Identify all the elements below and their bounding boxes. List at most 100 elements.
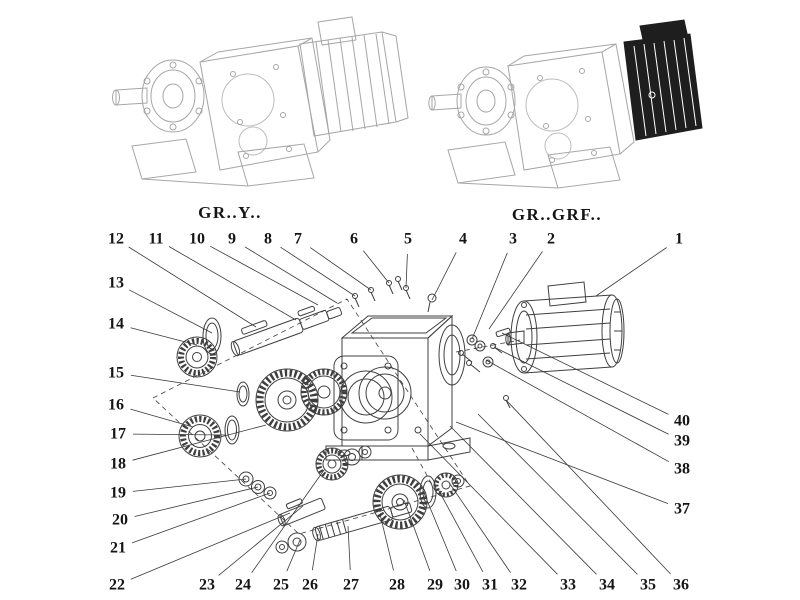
part-number-27: 27 bbox=[343, 577, 359, 594]
part-number-34: 34 bbox=[599, 577, 615, 594]
dark-motor-block bbox=[623, 19, 703, 141]
leader-line-7 bbox=[310, 247, 372, 291]
leader-line-39 bbox=[493, 346, 669, 435]
leader-line-40 bbox=[501, 332, 669, 415]
part-number-2: 2 bbox=[547, 231, 555, 248]
leader-line-1 bbox=[595, 247, 667, 297]
leader-line-26 bbox=[311, 533, 319, 571]
leader-line-29 bbox=[403, 499, 431, 572]
leader-line-27 bbox=[347, 525, 351, 571]
leader-line-36 bbox=[505, 399, 671, 575]
leader-line-10 bbox=[209, 245, 319, 306]
leader-line-24 bbox=[251, 469, 325, 573]
leader-line-28 bbox=[379, 513, 394, 571]
part-number-14: 14 bbox=[108, 316, 124, 333]
part-number-31: 31 bbox=[482, 577, 498, 594]
part-number-15: 15 bbox=[108, 365, 124, 382]
leader-line-19 bbox=[132, 478, 247, 492]
motor-shaft-key bbox=[495, 327, 511, 338]
leader-line-15 bbox=[130, 374, 241, 393]
leader-line-21 bbox=[131, 492, 271, 544]
assembled-view-gr-y bbox=[112, 16, 409, 187]
leader-line-23 bbox=[218, 505, 304, 576]
output-shaft bbox=[312, 502, 413, 542]
part-number-1: 1 bbox=[675, 231, 683, 248]
part-number-35: 35 bbox=[640, 577, 656, 594]
part-number-4: 4 bbox=[459, 231, 467, 248]
pinion-shaft-small bbox=[277, 497, 326, 527]
part-number-24: 24 bbox=[235, 577, 251, 594]
part-number-5: 5 bbox=[404, 231, 412, 248]
leader-line-6 bbox=[363, 250, 390, 284]
part-number-36: 36 bbox=[673, 577, 689, 594]
part-number-33: 33 bbox=[560, 577, 576, 594]
leader-line-2 bbox=[488, 251, 543, 330]
output-gear-rings bbox=[419, 472, 465, 509]
input-shaft bbox=[230, 305, 343, 357]
leader-line-37 bbox=[455, 421, 669, 504]
part-number-3: 3 bbox=[509, 231, 517, 248]
motor-terminal-box bbox=[547, 281, 587, 307]
leader-line-13 bbox=[129, 289, 213, 334]
leader-line-12 bbox=[128, 246, 257, 328]
part-number-11: 11 bbox=[148, 231, 163, 248]
bearing-cover-plate bbox=[333, 355, 399, 441]
leader-line-17 bbox=[132, 433, 227, 436]
part-number-21: 21 bbox=[110, 540, 126, 557]
intermediate-gear-large bbox=[255, 368, 319, 432]
leader-line-32 bbox=[449, 483, 511, 573]
part-number-6: 6 bbox=[350, 231, 358, 248]
part-number-40: 40 bbox=[674, 413, 690, 430]
leader-line-30 bbox=[423, 492, 457, 572]
leader-line-20 bbox=[134, 486, 259, 517]
part-number-16: 16 bbox=[108, 397, 124, 414]
output-seal-ring bbox=[224, 415, 240, 445]
output-gear bbox=[372, 474, 428, 530]
input-seal-ring bbox=[202, 317, 222, 355]
part-number-13: 13 bbox=[108, 275, 124, 292]
variant-label-gr-y: GR..Y.. bbox=[198, 203, 262, 222]
leader-line-25 bbox=[286, 539, 301, 572]
part-number-39: 39 bbox=[674, 433, 690, 450]
assembled-view-gr-grf bbox=[428, 19, 703, 189]
leader-line-38 bbox=[485, 359, 670, 463]
part-number-20: 20 bbox=[112, 512, 128, 529]
part-number-18: 18 bbox=[110, 456, 126, 473]
motor bbox=[505, 281, 625, 374]
leader-line-8 bbox=[280, 246, 356, 297]
shaft-key-1 bbox=[241, 320, 268, 335]
input-bearing bbox=[176, 336, 218, 378]
part-number-9: 9 bbox=[228, 231, 236, 248]
cover-bolts bbox=[352, 276, 437, 313]
leader-line-22 bbox=[130, 512, 291, 580]
part-number-19: 19 bbox=[110, 485, 126, 502]
leader-line-16 bbox=[130, 408, 194, 428]
leader-line-9 bbox=[244, 246, 338, 304]
pinion-gear-small bbox=[315, 445, 372, 481]
part-number-32: 32 bbox=[511, 577, 527, 594]
part-number-7: 7 bbox=[294, 231, 302, 248]
part-number-29: 29 bbox=[427, 577, 443, 594]
part-number-26: 26 bbox=[302, 577, 318, 594]
leader-line-31 bbox=[437, 488, 484, 573]
leader-line-34 bbox=[449, 425, 597, 575]
part-number-17: 17 bbox=[110, 426, 126, 443]
leader-line-33 bbox=[419, 433, 558, 575]
motor-mount-fasteners bbox=[458, 327, 511, 409]
output-shaft-washers bbox=[275, 532, 307, 554]
part-number-37: 37 bbox=[674, 501, 690, 518]
part-number-25: 25 bbox=[273, 577, 289, 594]
variant-label-gr-grf: GR..GRF.. bbox=[512, 205, 602, 224]
part-number-38: 38 bbox=[674, 461, 690, 478]
shaft-key-2 bbox=[297, 305, 316, 317]
part-number-23: 23 bbox=[199, 577, 215, 594]
part-number-10: 10 bbox=[189, 231, 205, 248]
part-number-8: 8 bbox=[264, 231, 272, 248]
part-number-30: 30 bbox=[454, 577, 470, 594]
part-number-12: 12 bbox=[108, 231, 124, 248]
part-number-28: 28 bbox=[389, 577, 405, 594]
leader-line-4 bbox=[431, 252, 457, 301]
